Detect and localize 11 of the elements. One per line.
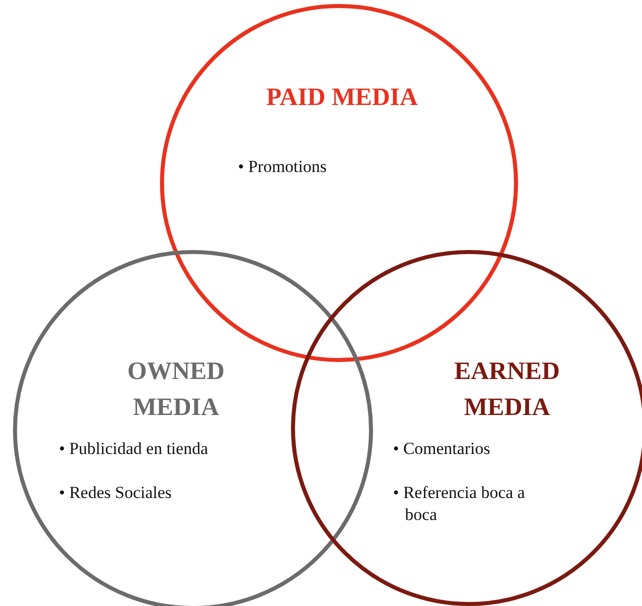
venn-circle (160, 4, 518, 362)
venn-circle (291, 250, 642, 606)
section-heading: PAID MEDIA (265, 83, 419, 113)
section-heading: EARNED MEDIA (453, 357, 561, 423)
bullet-item: • Redes Sociales (59, 482, 173, 504)
venn-circle (13, 250, 373, 606)
bullet-item: • Promotions (238, 156, 328, 178)
section-heading: OWNED MEDIA (126, 357, 226, 423)
bullet-item: • Publicidad en tienda (59, 438, 209, 460)
bullet-item: • Referencia boca a boca (393, 482, 526, 526)
bullet-item: • Comentarios (393, 438, 492, 460)
